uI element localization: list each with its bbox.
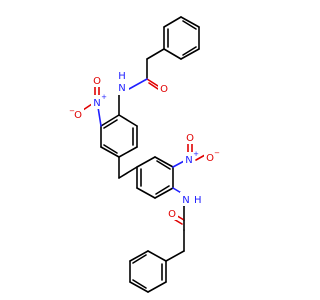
n-nitro-bottom-label: N <box>185 155 192 166</box>
n-nitro-top-label: N <box>93 98 100 109</box>
h-amide-bottom-label: H <box>194 195 202 206</box>
h-amide-top-label: H <box>118 71 126 82</box>
o-nitro-bottom-up-label: O <box>186 133 194 144</box>
central-methylene <box>118 156 138 179</box>
upper-aromatic-ring <box>100 93 138 158</box>
top-phenyl-ring <box>163 16 200 60</box>
o-carbonyl-bottom-label: O <box>168 209 176 220</box>
o-carbonyl-top-label: O <box>160 84 168 95</box>
lower-aromatic-ring <box>136 156 174 199</box>
o-nitro-top-up-label: O <box>93 76 101 87</box>
o-nitro-bottom-right-charge: − <box>214 149 220 157</box>
n-nitro-top-charge: + <box>101 93 107 101</box>
n-amide-bottom-label: N <box>182 195 189 206</box>
o-nitro-top-left-charge: − <box>69 107 75 115</box>
bottom-phenyl-ring <box>129 229 185 293</box>
atom-labels: N H O N + O − O N + O O − N H O <box>69 71 220 220</box>
o-nitro-top-left-label: O <box>74 110 82 121</box>
molecule-structure: N H O N + O − O N + O O − N H O <box>69 16 220 293</box>
n-amide-top-label: N <box>118 83 125 94</box>
o-nitro-bottom-right-label: O <box>206 153 214 164</box>
n-nitro-bottom-charge: + <box>193 150 199 158</box>
